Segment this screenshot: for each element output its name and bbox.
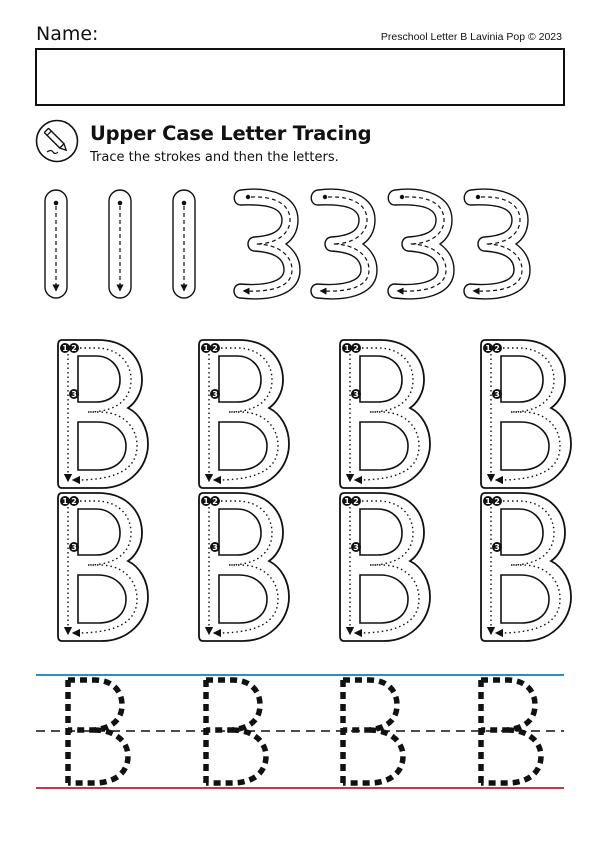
- worksheet-instructions: Trace the strokes and then the letters.: [90, 150, 339, 165]
- name-field[interactable]: [35, 48, 565, 106]
- step-number: 2: [71, 497, 77, 506]
- curve-stroke-guide: [387, 188, 455, 300]
- step-number: 1: [62, 497, 68, 506]
- step-number: 3: [71, 390, 77, 399]
- vertical-stroke-guide: [172, 189, 196, 299]
- dashed-letter-b[interactable]: [65, 677, 131, 786]
- stroke-practice-row: [44, 188, 531, 300]
- name-label: Name:: [36, 23, 99, 45]
- worksheet-title: Upper Case Letter Tracing: [90, 122, 372, 145]
- vertical-stroke-guide: [108, 189, 132, 299]
- step-number: 1: [344, 344, 350, 353]
- step-number: 1: [203, 497, 209, 506]
- step-number: 1: [485, 344, 491, 353]
- step-number: 3: [212, 543, 218, 552]
- step-number: 2: [353, 344, 359, 353]
- step-number: 2: [212, 344, 218, 353]
- step-number: 1: [344, 497, 350, 506]
- credit-text: Preschool Letter B Lavinia Pop © 2023: [380, 31, 562, 43]
- dashed-letter-row: [65, 677, 544, 786]
- dashed-letter-b[interactable]: [203, 677, 269, 786]
- curve-stroke-guide: [233, 188, 301, 300]
- dashed-letter-b[interactable]: [340, 677, 406, 786]
- step-number: 3: [494, 543, 500, 552]
- step-number: 3: [212, 390, 218, 399]
- vertical-stroke-guide: [44, 189, 68, 299]
- step-number: 1: [62, 344, 68, 353]
- step-number: 2: [71, 344, 77, 353]
- handwriting-lines: [36, 674, 564, 789]
- curve-stroke-guide: [310, 188, 378, 300]
- step-number: 2: [353, 497, 359, 506]
- curve-stroke-guide: [463, 188, 531, 300]
- step-number: 3: [353, 543, 359, 552]
- step-number: 1: [485, 497, 491, 506]
- step-number: 3: [353, 390, 359, 399]
- step-number: 1: [203, 344, 209, 353]
- pencil-icon: [35, 119, 79, 163]
- step-number: 2: [494, 497, 500, 506]
- step-number: 2: [494, 344, 500, 353]
- step-number: 3: [71, 543, 77, 552]
- step-number: 3: [494, 390, 500, 399]
- dashed-letter-b[interactable]: [478, 677, 544, 786]
- step-number: 2: [212, 497, 218, 506]
